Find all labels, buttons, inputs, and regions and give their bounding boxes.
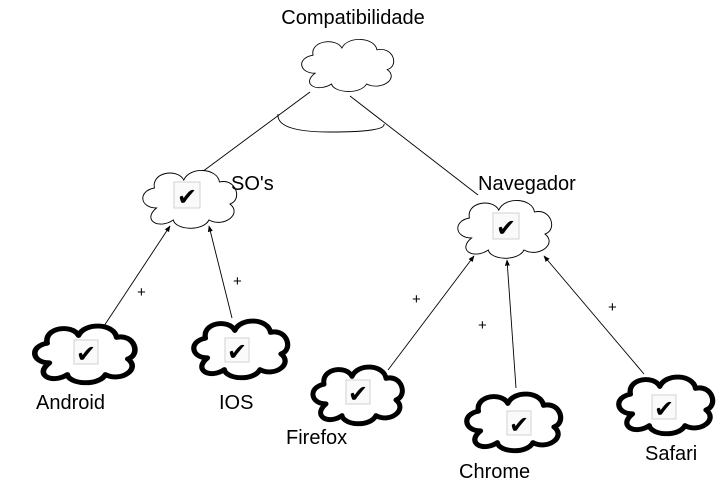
- root-goal-cloud: [301, 38, 395, 92]
- contribution-link-android: [103, 225, 171, 327]
- ios-label: IOS: [219, 392, 253, 414]
- firefox-check-icon: ✔: [348, 380, 368, 408]
- sos-label: SO's: [231, 173, 274, 195]
- decomposition-link-sos: [201, 91, 311, 173]
- sos-check-icon: ✔: [177, 183, 197, 211]
- root-label: Compatibilidade: [281, 7, 424, 29]
- and-decomposition-arc: [277, 113, 385, 133]
- android-check-icon: ✔: [76, 340, 96, 368]
- safari-check-icon: ✔: [654, 395, 674, 423]
- contribution-link-firefox: [387, 255, 475, 371]
- contribution-link-safari: [543, 255, 645, 375]
- navegador-label: Navegador: [478, 173, 576, 195]
- android-label: Android: [36, 392, 105, 414]
- chrome-check-icon: ✔: [509, 411, 529, 439]
- contribution-link-chrome: [504, 259, 517, 389]
- contribution-plus-safari: +: [608, 299, 617, 316]
- decomposition-link-navegador: [349, 95, 479, 196]
- chrome-label: Chrome: [459, 461, 530, 483]
- contribution-link-ios: [207, 225, 233, 319]
- navegador-check-icon: ✔: [496, 214, 516, 242]
- contribution-plus-firefox: +: [412, 291, 421, 308]
- contribution-plus-android: +: [137, 284, 146, 301]
- safari-label: Safari: [645, 443, 697, 465]
- ios-check-icon: ✔: [227, 338, 247, 366]
- contribution-plus-ios: +: [233, 273, 242, 290]
- contribution-plus-chrome: +: [478, 317, 487, 334]
- firefox-label: Firefox: [286, 427, 347, 449]
